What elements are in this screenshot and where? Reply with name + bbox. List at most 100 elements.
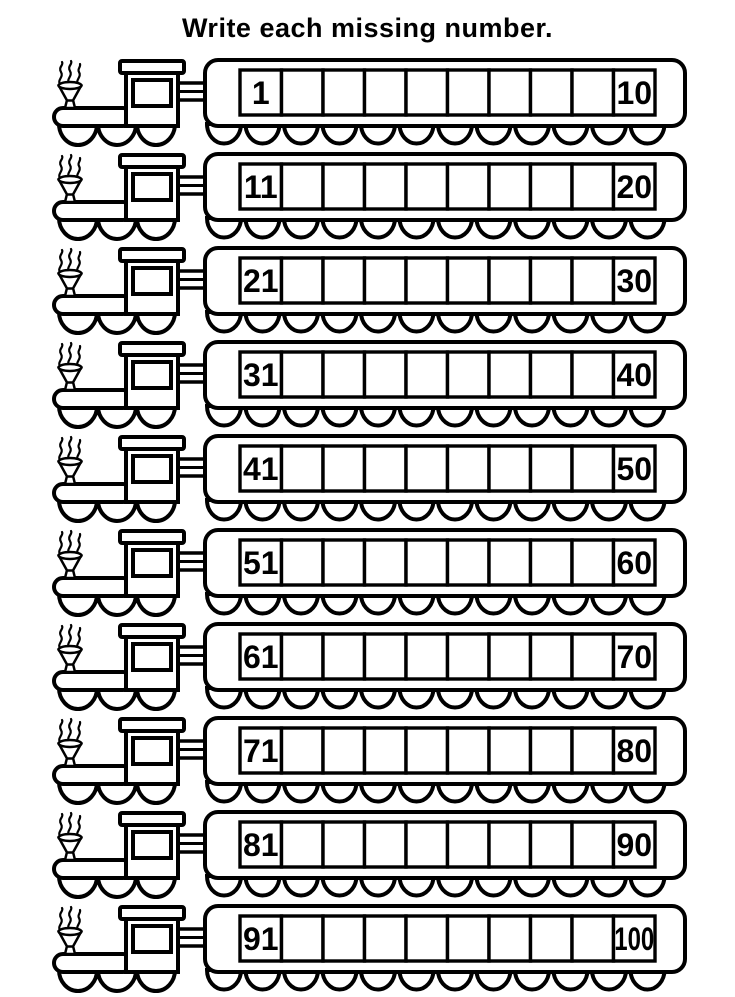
worksheet: Write each missing number.: [0, 13, 735, 993]
number-cell-first: [238, 632, 284, 681]
missing-number-cell[interactable]: [528, 632, 574, 681]
loco-body: [52, 764, 134, 786]
missing-number-cell[interactable]: [528, 68, 574, 117]
missing-number-cell[interactable]: [404, 538, 450, 587]
missing-number-cell[interactable]: [487, 444, 533, 493]
missing-number-cell[interactable]: [487, 162, 533, 211]
wheel-icon: [589, 404, 629, 428]
missing-number-cell[interactable]: [404, 914, 450, 963]
train-row: 71 80: [0, 714, 735, 808]
missing-number-cell[interactable]: [362, 444, 408, 493]
missing-number-cell[interactable]: [279, 350, 325, 399]
missing-number-cell[interactable]: [445, 162, 491, 211]
missing-number-cell[interactable]: [528, 444, 574, 493]
missing-number-cell[interactable]: [570, 820, 616, 869]
wheel-icon: [281, 122, 321, 146]
missing-number-cell[interactable]: [445, 726, 491, 775]
missing-number-cell[interactable]: [487, 256, 533, 305]
missing-number-cell[interactable]: [362, 914, 408, 963]
missing-number-cell[interactable]: [321, 162, 367, 211]
missing-number-cell[interactable]: [321, 350, 367, 399]
wheel-icon: [551, 498, 590, 522]
missing-number-cell[interactable]: [487, 632, 533, 681]
missing-number-cell[interactable]: [321, 726, 367, 775]
missing-number-cell[interactable]: [570, 256, 616, 305]
missing-number-cell[interactable]: [279, 726, 325, 775]
missing-number-cell[interactable]: [487, 538, 533, 587]
missing-number-cell[interactable]: [570, 350, 616, 399]
missing-number-cell[interactable]: [279, 162, 325, 211]
wheel-icon: [397, 404, 436, 428]
missing-number-cell[interactable]: [445, 350, 491, 399]
wheel-icon: [512, 592, 552, 616]
missing-number-cell[interactable]: [404, 444, 450, 493]
missing-number-cell[interactable]: [321, 256, 367, 305]
missing-number-cell[interactable]: [487, 820, 533, 869]
missing-number-cell[interactable]: [487, 726, 533, 775]
missing-number-cell[interactable]: [445, 538, 491, 587]
missing-number-cell[interactable]: [404, 726, 450, 775]
missing-number-cell[interactable]: [279, 820, 325, 869]
missing-number-cell[interactable]: [321, 632, 367, 681]
train-row: 31 40: [0, 338, 735, 432]
missing-number-cell[interactable]: [528, 162, 574, 211]
missing-number-cell[interactable]: [487, 350, 533, 399]
missing-number-cell[interactable]: [404, 68, 450, 117]
missing-number-cell[interactable]: [528, 726, 574, 775]
missing-number-cell[interactable]: [528, 820, 574, 869]
missing-number-cell[interactable]: [404, 256, 450, 305]
missing-number-cell[interactable]: [362, 68, 408, 117]
missing-number-cell[interactable]: [279, 68, 325, 117]
missing-number-cell[interactable]: [362, 256, 408, 305]
missing-number-cell[interactable]: [321, 538, 367, 587]
missing-number-cell[interactable]: [570, 726, 616, 775]
missing-number-cell[interactable]: [487, 914, 533, 963]
missing-number-cell[interactable]: [279, 444, 325, 493]
missing-number-cell[interactable]: [570, 632, 616, 681]
missing-number-cell[interactable]: [362, 538, 408, 587]
missing-number-cell[interactable]: [570, 444, 616, 493]
wheel-icon: [281, 404, 321, 428]
missing-number-cell[interactable]: [445, 820, 491, 869]
missing-number-cell[interactable]: [321, 820, 367, 869]
missing-number-cell[interactable]: [570, 162, 616, 211]
missing-number-cell[interactable]: [362, 820, 408, 869]
train-graphic: 1 10: [52, 58, 687, 147]
missing-number-cell[interactable]: [362, 350, 408, 399]
missing-number-cell[interactable]: [362, 726, 408, 775]
wheel-icon: [56, 780, 100, 805]
missing-number-cell[interactable]: [445, 256, 491, 305]
missing-number-cell[interactable]: [445, 444, 491, 493]
missing-number-cell[interactable]: [279, 538, 325, 587]
missing-number-cell[interactable]: [404, 820, 450, 869]
missing-number-cell[interactable]: [570, 68, 616, 117]
missing-number-cell[interactable]: [279, 914, 325, 963]
missing-number-cell[interactable]: [528, 914, 574, 963]
missing-number-cell[interactable]: [570, 538, 616, 587]
missing-number-cell[interactable]: [279, 632, 325, 681]
missing-number-cell[interactable]: [404, 632, 450, 681]
missing-number-cell[interactable]: [321, 68, 367, 117]
smoke-icon: [58, 247, 82, 274]
missing-number-cell[interactable]: [570, 914, 616, 963]
missing-number-cell[interactable]: [404, 350, 450, 399]
loco-body: [52, 294, 134, 316]
missing-number-cell[interactable]: [321, 444, 367, 493]
missing-number-cell[interactable]: [445, 632, 491, 681]
missing-number-cell[interactable]: [528, 256, 574, 305]
missing-number-cell[interactable]: [404, 162, 450, 211]
missing-number-cell[interactable]: [362, 162, 408, 211]
carriage: 81 90: [203, 810, 687, 898]
wheel-icon: [435, 216, 475, 240]
missing-number-cell[interactable]: [528, 350, 574, 399]
train-row: 91 100: [0, 902, 735, 996]
missing-number-cell[interactable]: [362, 632, 408, 681]
wheel-icon: [281, 498, 321, 522]
missing-number-cell[interactable]: [321, 914, 367, 963]
missing-number-cell[interactable]: [528, 538, 574, 587]
missing-number-cell[interactable]: [445, 68, 491, 117]
missing-number-cell[interactable]: [279, 256, 325, 305]
locomotive-icon: [52, 529, 209, 617]
missing-number-cell[interactable]: [487, 68, 533, 117]
missing-number-cell[interactable]: [445, 914, 491, 963]
